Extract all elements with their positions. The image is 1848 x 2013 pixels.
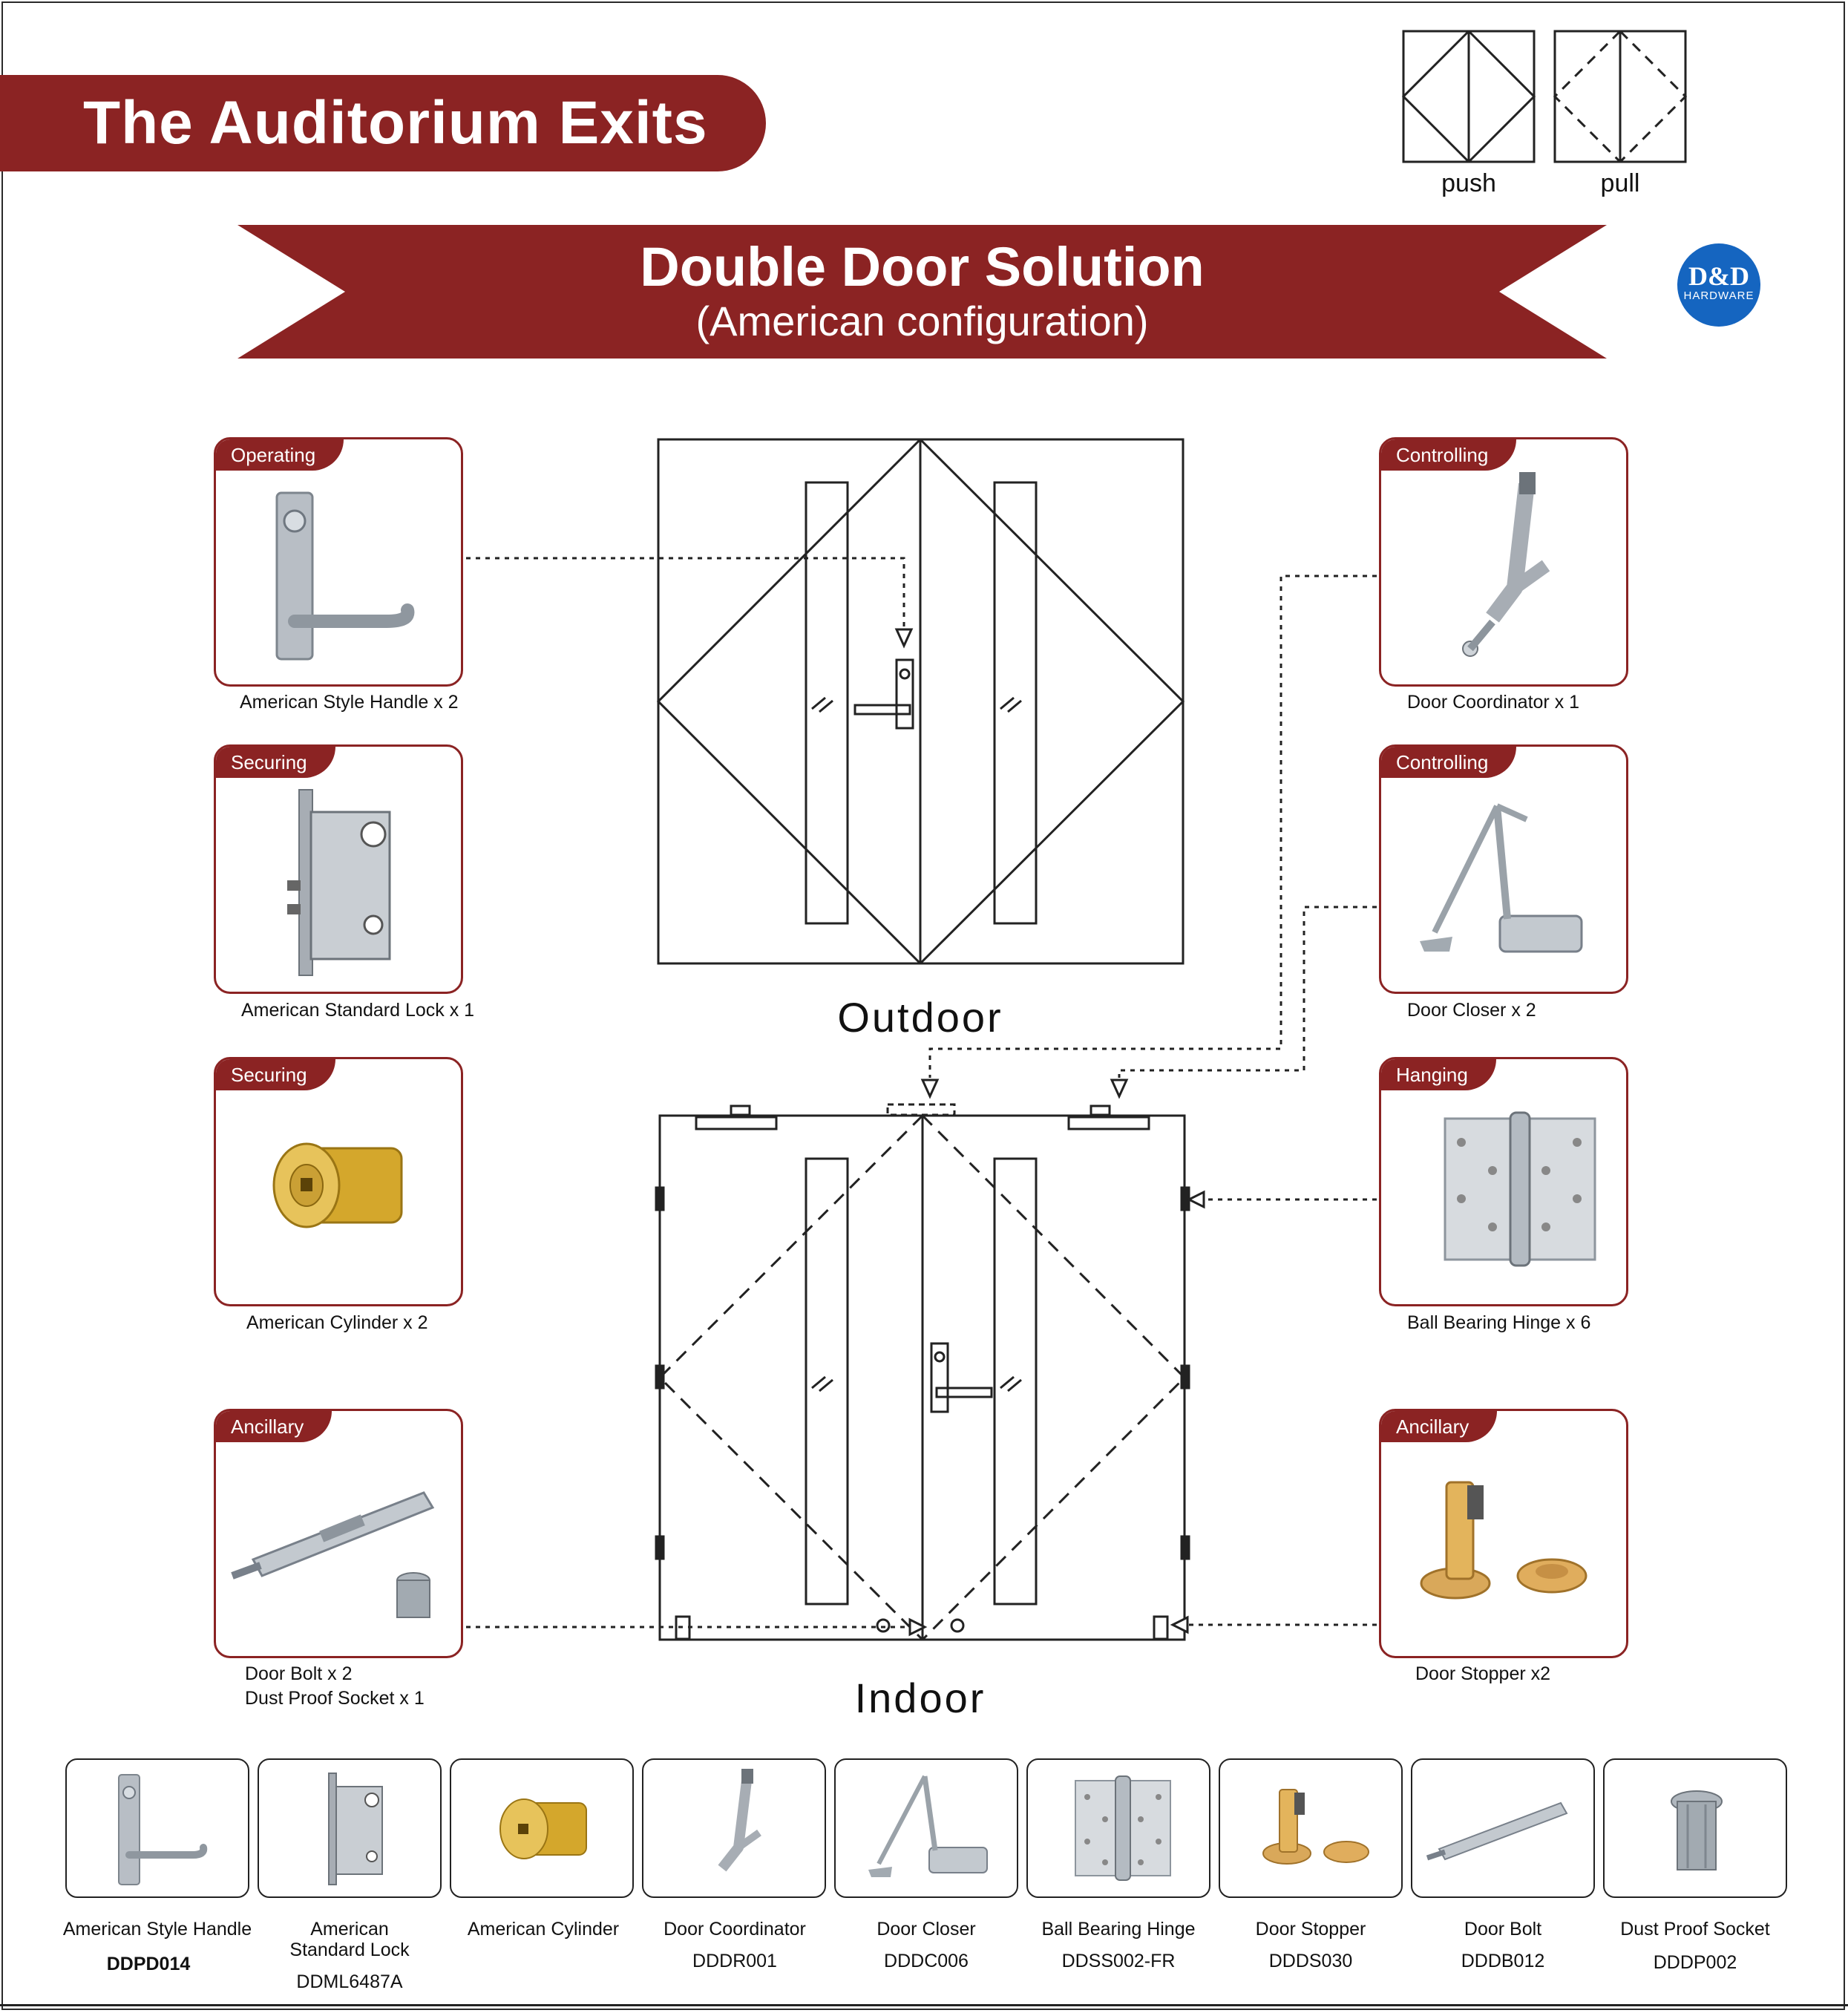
logo-subtext: HARDWARE [1683, 289, 1754, 302]
product-name: Door Closer [877, 1919, 976, 1940]
product-name: Door Stopper [1255, 1919, 1366, 1940]
door-coordinator-icon [718, 1769, 761, 1872]
card-category-tag: Controlling [1381, 439, 1517, 471]
product-name: Door Coordinator [663, 1919, 806, 1940]
outdoor-door [656, 438, 1185, 965]
product-thumb-coordinator [642, 1758, 826, 1898]
page-title-banner: The Auditorium Exits [0, 75, 766, 171]
card-caption-secondary: Dust Proof Socket x 1 [245, 1688, 425, 1709]
product-code: DDDS030 [1268, 1951, 1353, 1971]
card-caption: Door Coordinator x 1 [1407, 692, 1580, 713]
card-coordinator: Controlling [1379, 437, 1628, 687]
product-code: DDDC006 [884, 1951, 969, 1971]
product-thumb-bolt [1411, 1758, 1595, 1898]
solution-heading: Double Door Solution (American configura… [237, 225, 1607, 359]
card-category-tag: Ancillary [1381, 1411, 1498, 1442]
door-bolt-icon [1426, 1801, 1568, 1861]
card-category-tag: Securing [216, 747, 335, 778]
indoor-door [655, 1103, 1190, 1641]
product-name: Door Bolt [1464, 1919, 1542, 1940]
lever-handle-icon [118, 1774, 208, 1885]
product-code: DDDB012 [1461, 1951, 1545, 1971]
card-caption: Door Bolt x 2 [245, 1663, 353, 1684]
solution-ribbon [237, 225, 1607, 359]
card-caption: Door Closer x 2 [1407, 1000, 1536, 1021]
product-thumb-stopper [1219, 1758, 1403, 1898]
product-code: DDDR001 [692, 1951, 777, 1971]
card-category-tag: Controlling [1381, 747, 1517, 778]
solution-subtitle: (American configuration) [695, 298, 1149, 344]
lever-handle-icon [275, 491, 415, 661]
connector-lines [466, 557, 1377, 1629]
product-thumb-closer [834, 1758, 1018, 1898]
card-category-tag: Securing [216, 1059, 335, 1090]
card-category-tag: Operating [216, 439, 344, 471]
card-handle: Operating [214, 437, 463, 687]
solution-title: Double Door Solution [640, 236, 1205, 298]
door-bolt-icon [231, 1491, 435, 1618]
dust-proof-socket-icon [1671, 1790, 1723, 1870]
card-cylinder: Securing [214, 1057, 463, 1306]
product-code: DDDP002 [1653, 1952, 1737, 1973]
product-name: American Style Handle [62, 1919, 252, 1940]
page-title: The Auditorium Exits [83, 89, 708, 157]
mortise-lock-icon [328, 1773, 383, 1885]
door-closer-icon [1420, 803, 1583, 953]
card-door-bolt: Ancillary [214, 1409, 463, 1658]
product-name: Dust Proof Socket [1620, 1919, 1770, 1940]
product-thumb-cylinder [450, 1758, 634, 1898]
hinge-icon [1075, 1775, 1171, 1881]
push-label: push [1441, 169, 1496, 197]
bottom-rule [0, 2004, 1848, 2006]
card-closer: Controlling [1379, 744, 1628, 994]
product-thumb-hinge [1026, 1758, 1210, 1898]
product-name: American [310, 1919, 389, 1940]
door-stopper-icon [1262, 1789, 1369, 1865]
door-closer-icon [868, 1775, 988, 1877]
card-stopper: Ancillary [1379, 1409, 1628, 1658]
product-code: DDSS002-FR [1061, 1951, 1176, 1971]
card-caption: Ball Bearing Hinge x 6 [1407, 1312, 1591, 1333]
product-name: Ball Bearing Hinge [1041, 1919, 1196, 1940]
product-thumb-lock [258, 1758, 442, 1898]
card-category-tag: Hanging [1381, 1059, 1496, 1090]
card-caption: American Standard Lock x 1 [241, 1000, 475, 1021]
product-thumb-handle [65, 1758, 249, 1898]
push-legend-icon [1402, 30, 1536, 163]
outdoor-label: Outdoor [837, 994, 1003, 1041]
card-hinge: Hanging [1379, 1057, 1628, 1306]
pull-legend-icon [1553, 30, 1687, 163]
connector-arrows [894, 628, 1205, 1637]
card-category-tag: Ancillary [216, 1411, 332, 1442]
product-thumb-socket [1603, 1758, 1787, 1898]
indoor-label: Indoor [854, 1675, 986, 1721]
hinge-icon [1444, 1111, 1596, 1267]
product-name-line2: Standard Lock [289, 1940, 410, 1960]
mortise-lock-icon [287, 789, 391, 976]
logo-wordmark: D&D [1688, 261, 1749, 291]
card-caption: Door Stopper x2 [1415, 1663, 1551, 1684]
card-mortise-lock: Securing [214, 744, 463, 994]
cylinder-icon [499, 1798, 587, 1859]
product-code: DDML6487A [296, 1971, 403, 1992]
card-caption: American Style Handle x 2 [240, 692, 459, 713]
product-name: American Cylinder [467, 1919, 620, 1940]
pull-label: pull [1600, 169, 1640, 197]
product-code: DDPD014 [106, 1954, 191, 1974]
card-caption: American Cylinder x 2 [246, 1312, 428, 1333]
door-coordinator-icon [1462, 472, 1550, 657]
cylinder-icon [272, 1142, 403, 1228]
brand-logo: D&D HARDWARE [1677, 243, 1760, 327]
door-stopper-icon [1420, 1481, 1587, 1600]
